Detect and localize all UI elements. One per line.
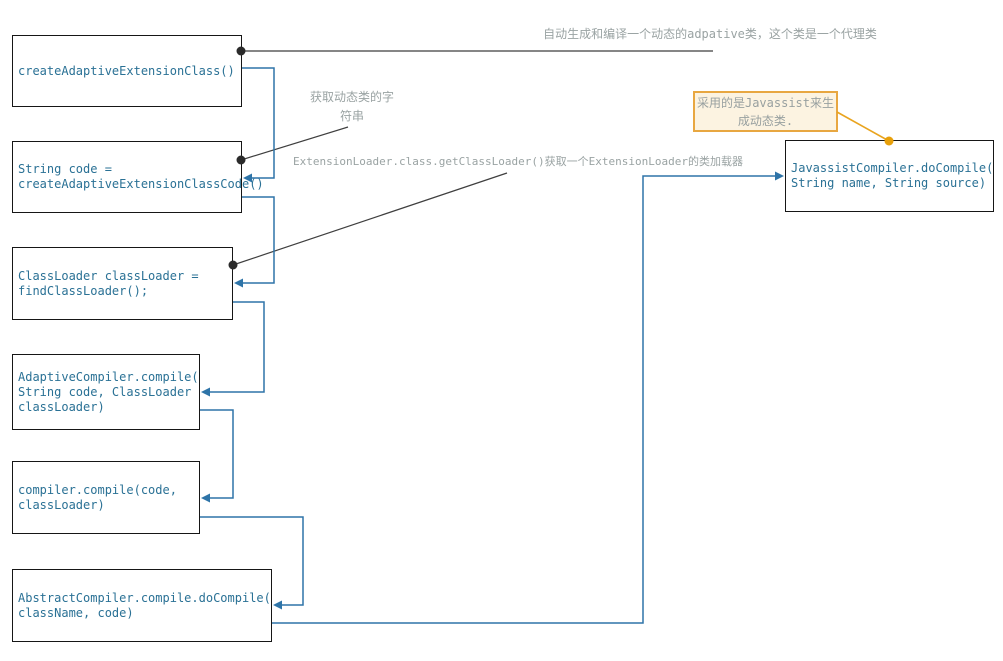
connector-2-to-3 (242, 196, 275, 284)
node-javassist-compiler-do-compile: JavassistCompiler.doCompile( String name… (785, 140, 994, 212)
node-create-adaptive-extension-class: createAdaptiveExtensionClass() (12, 35, 242, 107)
node-create-adaptive-extension-class-code: String code = createAdaptiveExtensionCla… (12, 141, 264, 213)
node-label: AdaptiveCompiler.compile( String code, C… (18, 369, 199, 414)
node-adaptive-compiler-compile: AdaptiveCompiler.compile( String code, C… (12, 354, 200, 430)
connector-6-to-7 (272, 175, 776, 624)
connector-4-to-5 (200, 409, 234, 499)
leader-line-note (836, 111, 890, 142)
node-find-class-loader: ClassLoader classLoader = findClassLoade… (12, 247, 233, 320)
node-label: AbstractCompiler.compile.doCompile( clas… (18, 590, 271, 620)
node-compiler-compile: compiler.compile(code, classLoader) (12, 461, 200, 534)
arrowhead-into-node3 (234, 278, 243, 288)
flow-arrowheads (201, 171, 784, 610)
annotation-classloader: ExtensionLoader.class.getClassLoader()获取… (293, 155, 743, 168)
arrowhead-into-node6 (273, 600, 282, 610)
note-javassist: 采用的是Javassist来生 成动态类. (693, 91, 838, 132)
arrowhead-into-node4 (201, 387, 210, 397)
node-label: String code = createAdaptiveExtensionCla… (18, 162, 264, 191)
annotation-get-code-string: 获取动态类的字 符串 (309, 90, 394, 123)
node-abstract-compiler-do-compile: AbstractCompiler.compile.doCompile( clas… (12, 569, 272, 642)
leader-line-classloader (232, 172, 508, 266)
node-label: JavassistCompiler.doCompile( String name… (791, 161, 994, 190)
arrowhead-into-node7 (775, 171, 784, 181)
annotation-auto-generate: 自动生成和编译一个动态的adpative类，这个类是一个代理类 (543, 27, 877, 41)
node-label: compiler.compile(code, classLoader) (18, 482, 177, 512)
flow-connectors (200, 67, 776, 624)
arrowhead-into-node5 (201, 493, 210, 503)
node-label: ClassLoader classLoader = findClassLoade… (18, 268, 199, 298)
node-label: createAdaptiveExtensionClass() (18, 63, 235, 78)
